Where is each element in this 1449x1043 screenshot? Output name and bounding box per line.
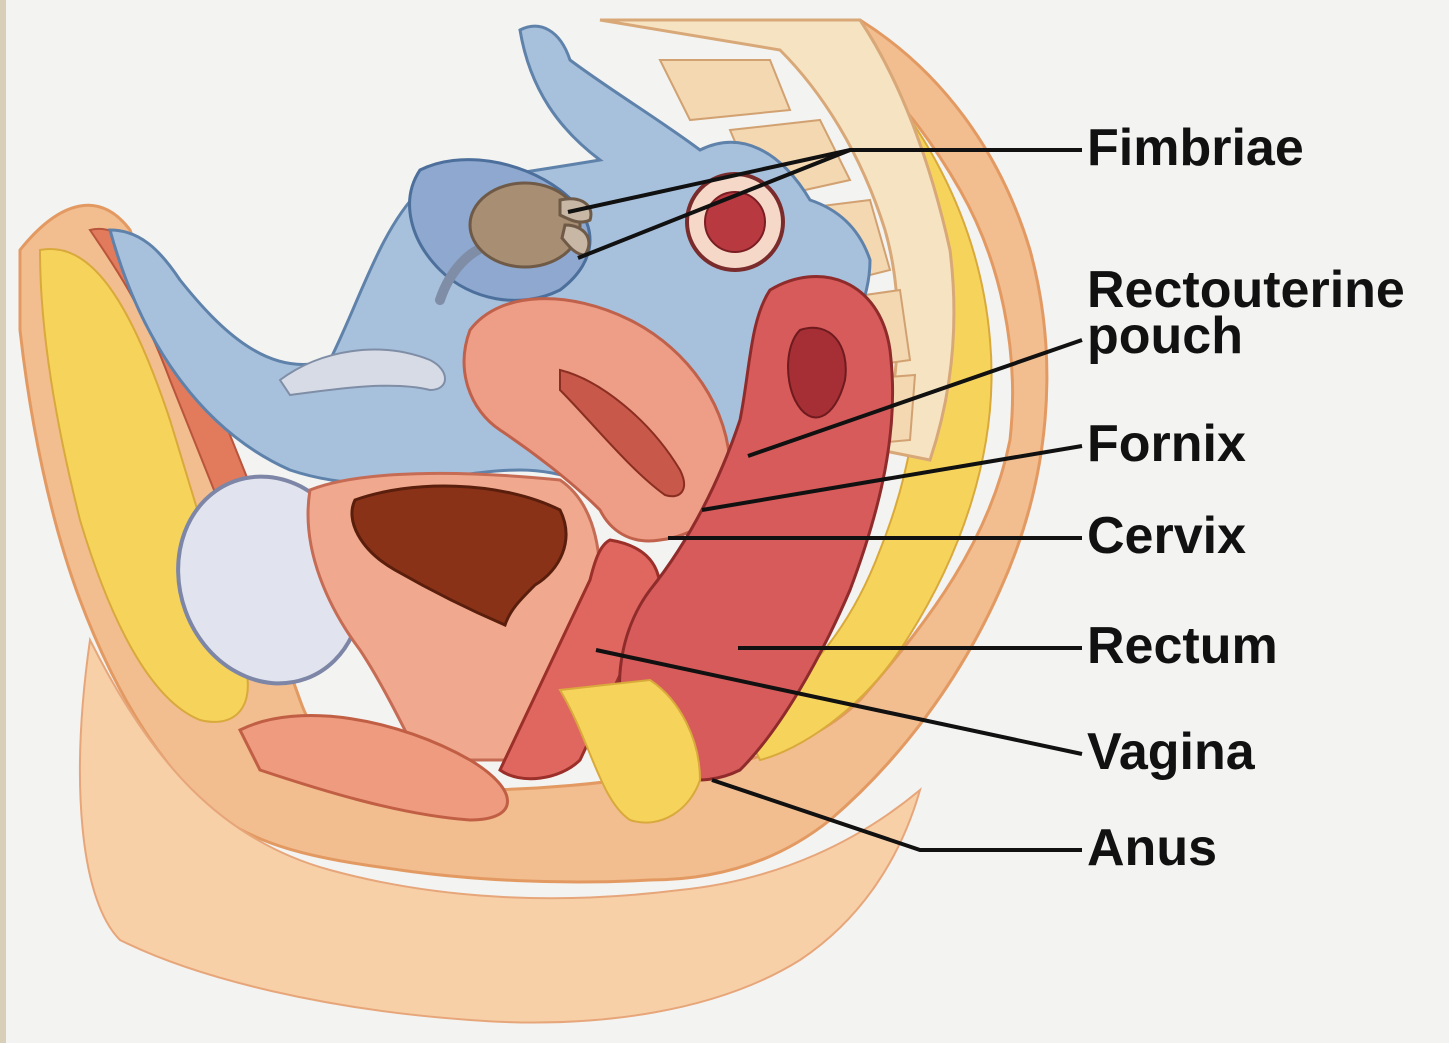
label-rectouterine-pouch: Rectouterine pouch bbox=[1087, 264, 1405, 362]
label-anus: Anus bbox=[1087, 822, 1217, 874]
label-fimbriae: Fimbriae bbox=[1087, 122, 1304, 174]
sigmoid-lumen bbox=[705, 192, 765, 252]
label-rectum: Rectum bbox=[1087, 620, 1278, 672]
label-vagina: Vagina bbox=[1087, 726, 1255, 778]
label-fornix: Fornix bbox=[1087, 418, 1246, 470]
label-cervix: Cervix bbox=[1087, 510, 1246, 562]
